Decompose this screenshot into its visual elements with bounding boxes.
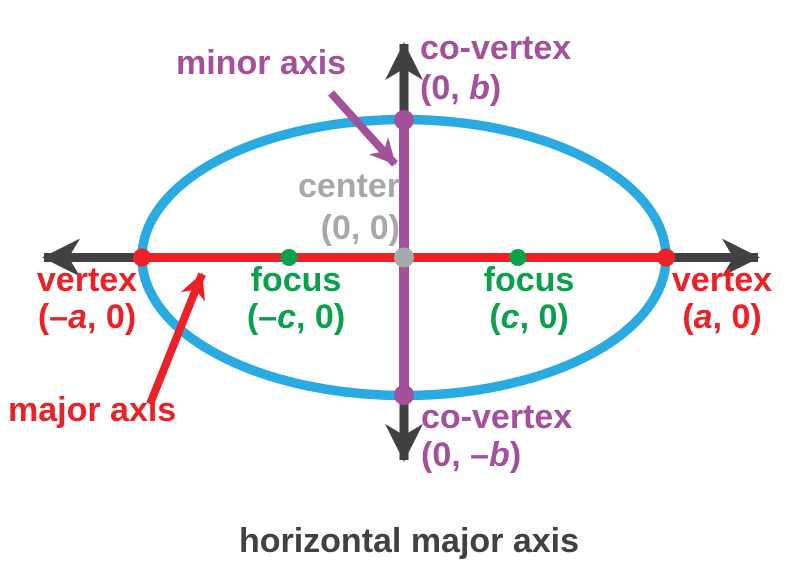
focus-right-label: focus (c, 0)	[445, 262, 613, 336]
figure-caption: horizontal major axis	[238, 522, 580, 560]
covertex-dot-top	[394, 110, 414, 130]
vertex-dot-right	[657, 248, 675, 267]
focus-left-title: focus	[250, 261, 342, 299]
focus-left-coords: (–c, 0)	[246, 298, 346, 336]
vertex-left-label: vertex (–a, 0)	[6, 262, 168, 336]
center-label: center (0, 0)	[180, 165, 400, 249]
vertex-right-title: vertex	[671, 261, 773, 299]
minor-axis-callout-arrow	[328, 90, 398, 167]
covertex-top-title: co-vertex	[420, 29, 572, 67]
covertex-top-coords: (0, b)	[420, 69, 502, 107]
focus-dot-right	[509, 249, 527, 266]
center-dot	[394, 247, 414, 268]
focus-right-coords: (c, 0)	[489, 298, 569, 336]
covertex-top-label: co-vertex (0, b)	[420, 28, 571, 108]
covertex-dot-bottom	[394, 385, 414, 405]
vertex-left-title: vertex	[36, 261, 138, 299]
focus-right-title: focus	[483, 261, 575, 299]
vertex-right-label: vertex (a, 0)	[640, 262, 800, 336]
covertex-bottom-coords: (0, –b)	[421, 436, 522, 474]
vertex-left-coords: (–a, 0)	[37, 298, 137, 336]
major-axis-callout-arrow	[146, 272, 206, 406]
vertex-right-coords: (a, 0)	[682, 298, 762, 336]
major-axis-label: major axis	[8, 391, 177, 429]
minor-axis-label: minor axis	[176, 44, 347, 82]
focus-dot-left	[280, 249, 298, 266]
covertex-bottom-title: co-vertex	[421, 398, 573, 436]
center-title: center	[297, 167, 400, 205]
vertex-dot-left	[133, 248, 151, 267]
covertex-bottom-label: co-vertex (0, –b)	[421, 398, 572, 474]
focus-left-label: focus (–c, 0)	[212, 262, 380, 336]
center-coords: (0, 0)	[320, 209, 400, 247]
